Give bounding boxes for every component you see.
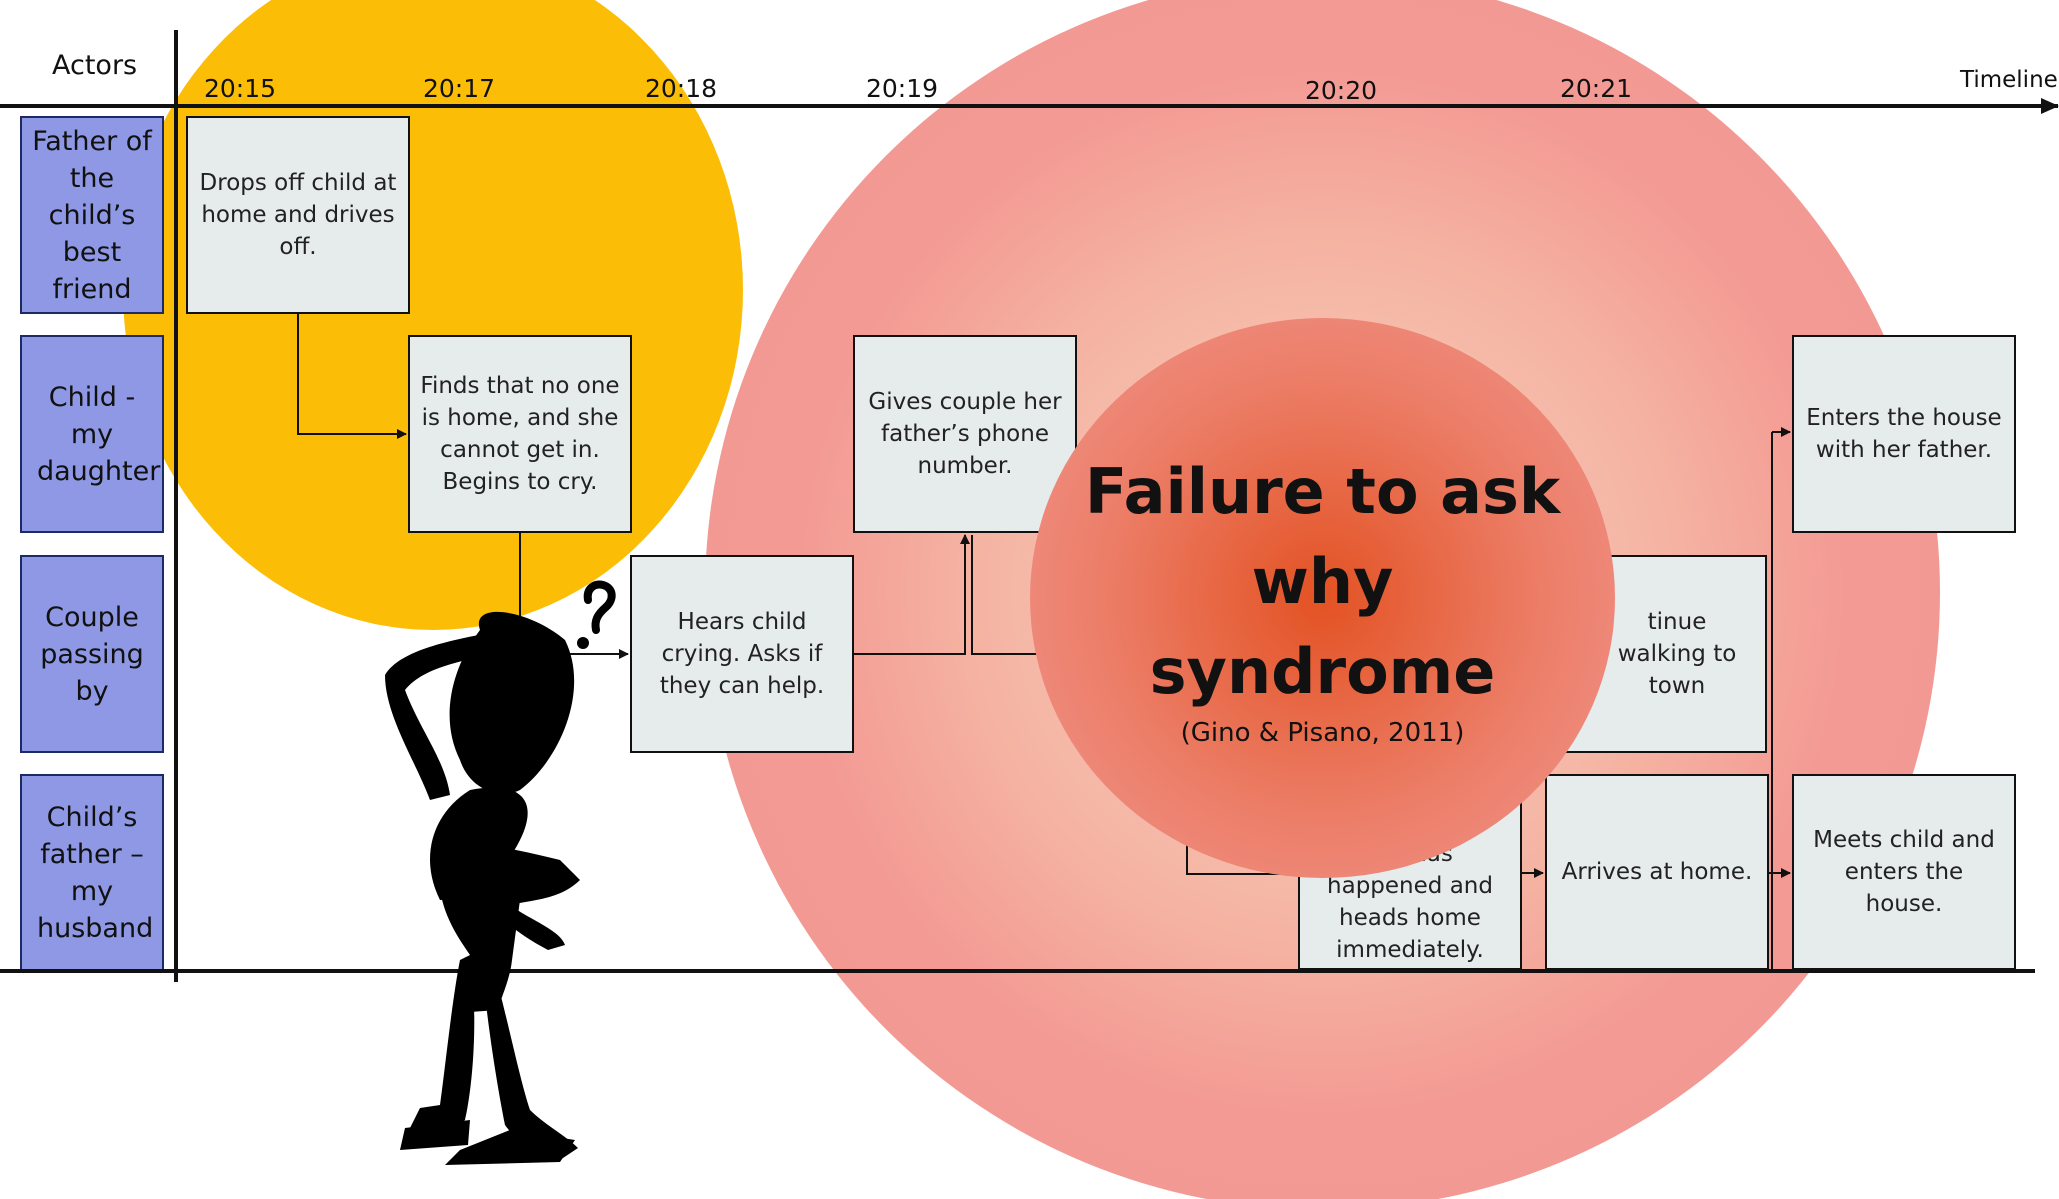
event-enters-house: Enters the house with her father. — [1792, 335, 2016, 533]
event-text: Gives couple her father’s phone number. — [868, 389, 1062, 479]
connector-line — [971, 535, 1040, 655]
event-text: Finds that no one is home, and she canno… — [420, 373, 620, 495]
time-label-2015: 20:15 — [204, 74, 277, 103]
event-text: tinue walking to town — [1617, 609, 1737, 699]
event-hears-crying: Hears child crying. Asks if they can hel… — [630, 555, 854, 753]
connector-arrow — [297, 314, 407, 439]
question-mark-icon — [583, 580, 616, 634]
actor-couple: Couple passing by — [20, 555, 164, 753]
time-label-2021: 20:21 — [1560, 74, 1633, 103]
time-label-2020: 20:20 — [1305, 76, 1378, 105]
syndrome-title-line2: why — [1251, 545, 1394, 618]
time-label-2019: 20:19 — [866, 74, 939, 103]
time-label-2017: 20:17 — [423, 74, 496, 103]
connector-line — [1186, 840, 1296, 875]
syndrome-title-line3: syndrome — [1149, 635, 1496, 708]
event-text: Enters the house with her father. — [1806, 405, 2002, 463]
event-drops-off: Drops off child at home and drives off. — [186, 116, 410, 314]
syndrome-circle — [1030, 318, 1615, 878]
event-text: Hears child crying. Asks if they can hel… — [659, 609, 825, 699]
event-text: Meets child and enters the house. — [1813, 827, 1995, 917]
actor-label: Child - my daughter — [37, 381, 161, 487]
question-mark-dot — [577, 637, 589, 649]
actor-label: Father of the child’s best friend — [32, 125, 152, 305]
timeline-label: Timeline — [1960, 67, 2058, 93]
time-label-2018: 20:18 — [645, 74, 718, 103]
event-text: Arrives at home. — [1561, 859, 1753, 885]
event-text: Drops off child at home and drives off. — [199, 170, 397, 260]
syndrome-citation: (Gino & Pisano, 2011) — [1180, 718, 1465, 748]
actor-label: Couple passing by — [40, 601, 144, 707]
event-gives-number: Gives couple her father’s phone number. — [853, 335, 1077, 533]
connector-arrow — [854, 534, 970, 655]
event-finds-no-one: Finds that no one is home, and she canno… — [408, 335, 632, 533]
actor-best-friend-father: Father of the child’s best friend — [20, 116, 164, 314]
actor-husband: Child’s father – my husband — [20, 774, 164, 972]
syndrome-title-line1: Failure to ask — [1084, 455, 1561, 528]
thinking-figure-icon — [385, 611, 580, 1165]
actors-header: Actors — [52, 50, 138, 81]
actor-daughter: Child - my daughter — [20, 335, 164, 533]
actor-label: Child’s father – my husband — [37, 802, 154, 944]
event-meets-child: Meets child and enters the house. — [1792, 774, 2016, 970]
